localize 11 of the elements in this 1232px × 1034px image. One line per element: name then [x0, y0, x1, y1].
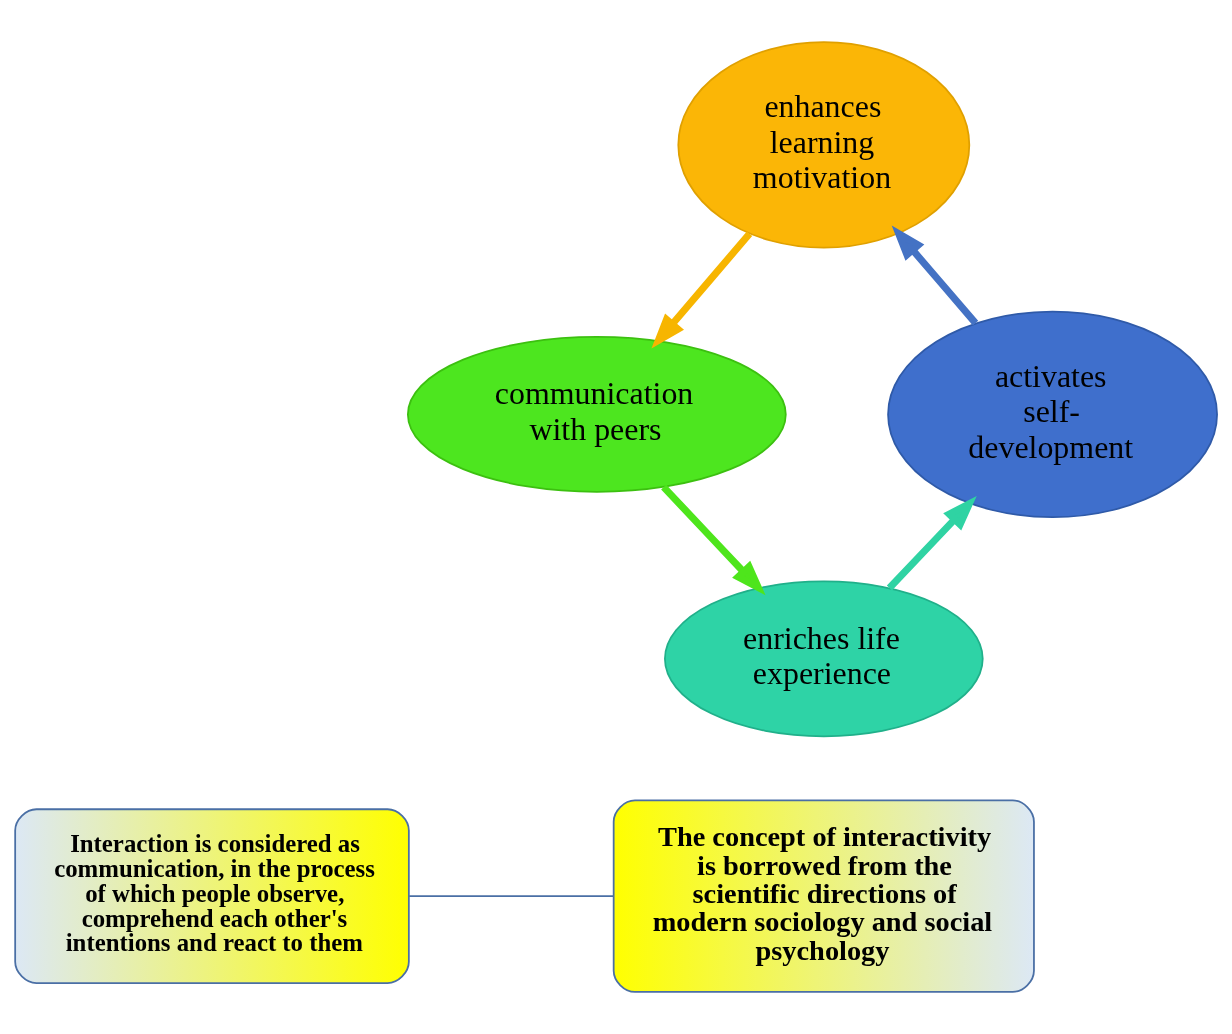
arrow — [661, 484, 766, 596]
node-ellipse: enriches life experience — [664, 580, 984, 738]
node-box: The concept of interactivity is borrowed from the scientific directions of modern sociology and social psychology — [612, 799, 1035, 993]
node-ellipse: communication with peers — [407, 336, 787, 493]
arrow — [886, 496, 977, 591]
node-ellipse: enhances learning motivation — [677, 41, 971, 249]
arrow — [651, 231, 753, 349]
connector — [408, 895, 615, 898]
arrow — [891, 225, 979, 326]
node-ellipse: activates self-development — [887, 310, 1218, 519]
node-box: Interaction is considered as communication, in the process of which people observe, comprehend each other's intentions and react to them — [14, 808, 410, 984]
